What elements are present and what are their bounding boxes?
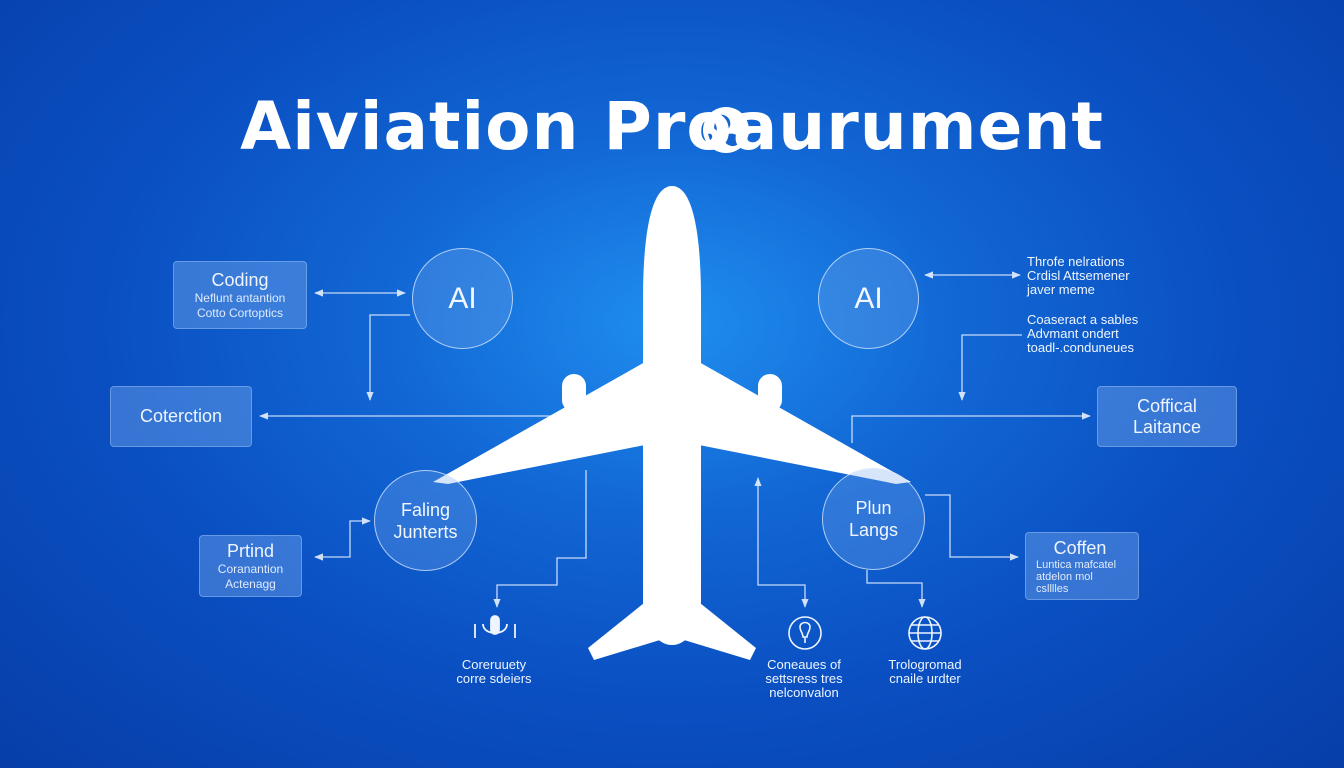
caption-line: Coreruuety [461,657,527,672]
ai-label: AI [854,281,883,315]
note-line: Throfe nelrations [1027,254,1125,269]
connector-plun-coffen [925,494,1019,561]
ai-circle-right: AI [818,248,919,349]
coffen-heading: Coffen [1053,537,1107,558]
note-line: Advmant ondert [1027,326,1119,341]
coterction-box: Coterction [110,386,252,447]
prtind-line: Coranantion [217,561,284,576]
faling-line: Faling [400,499,451,520]
connector-ai-down [366,314,410,401]
ai-label: AI [448,281,477,315]
ai-circle-left: AI [412,248,513,349]
note-line: toadl-.conduneues [1027,340,1134,355]
caption-middle: Coneaues of settsress tres nelconvalon [745,658,863,700]
coding-box: Coding Neflunt antantion Cotto Cortoptic… [173,261,307,329]
connector-plun-down [866,570,926,608]
connector-prtind-faling [314,517,371,561]
connector-to-left-caption [493,470,587,608]
connector-note2-down [958,334,1022,401]
page-title: Aiviation Proaurument [240,88,1104,165]
coffen-line: atdelon mol [1036,570,1093,583]
note-line: javer meme [1027,282,1095,297]
plun-line: Langs [848,520,899,540]
lightbulb-icon [788,616,822,650]
coffical-box: Coffical Laitance [1097,386,1237,447]
coffen-line: cslllles [1036,582,1069,595]
caption-right: Trologromad cnaile urdter [870,658,980,686]
note-line: Coaseract a sables [1027,312,1139,327]
caption-left: Coreruuety corre sdeiers [434,658,554,686]
microphone-icon [474,615,516,638]
prtind-box: Prtind Coranantion Actenagg [199,535,302,597]
globe-icon [703,107,749,153]
coffen-line: Luntica mafcatel [1036,558,1117,571]
faling-circle: Faling Junterts [374,470,477,571]
coding-heading: Coding [211,269,269,290]
globe-icon [908,616,942,650]
caption-line: Coneaues of [767,657,841,672]
coffen-box: Coffen Luntica mafcatel atdelon mol csll… [1025,532,1139,600]
plun-circle: Plun Langs [822,468,925,570]
coterction-heading: Coterction [139,406,223,426]
caption-line: settsress tres [765,671,843,686]
note-top-right-1: Throfe nelrations Crdisl Attsemener jave… [1027,255,1130,297]
plun-line: Plun [855,498,892,518]
connector-to-middle-caption [754,477,809,608]
note-line: Crdisl Attsemener [1027,268,1130,283]
caption-line: corre sdeiers [456,671,532,686]
faling-line: Junterts [393,521,458,542]
caption-line: nelconvalon [769,685,839,700]
note-top-right-2: Coaseract a sables Advmant ondert toadl-… [1027,313,1138,355]
airplane-icon [433,186,911,660]
coffical-line: Laitance [1132,416,1202,437]
coding-line: Neflunt antantion [194,290,286,305]
caption-line: Trologromad [888,657,962,672]
connector-to-coffical [851,412,1091,443]
coffical-line: Coffical [1137,395,1197,416]
caption-line: cnaile urdter [889,671,961,686]
prtind-heading: Prtind [226,540,275,561]
coding-line: Cotto Cortoptics [196,305,284,320]
prtind-line: Actenagg [225,576,276,591]
